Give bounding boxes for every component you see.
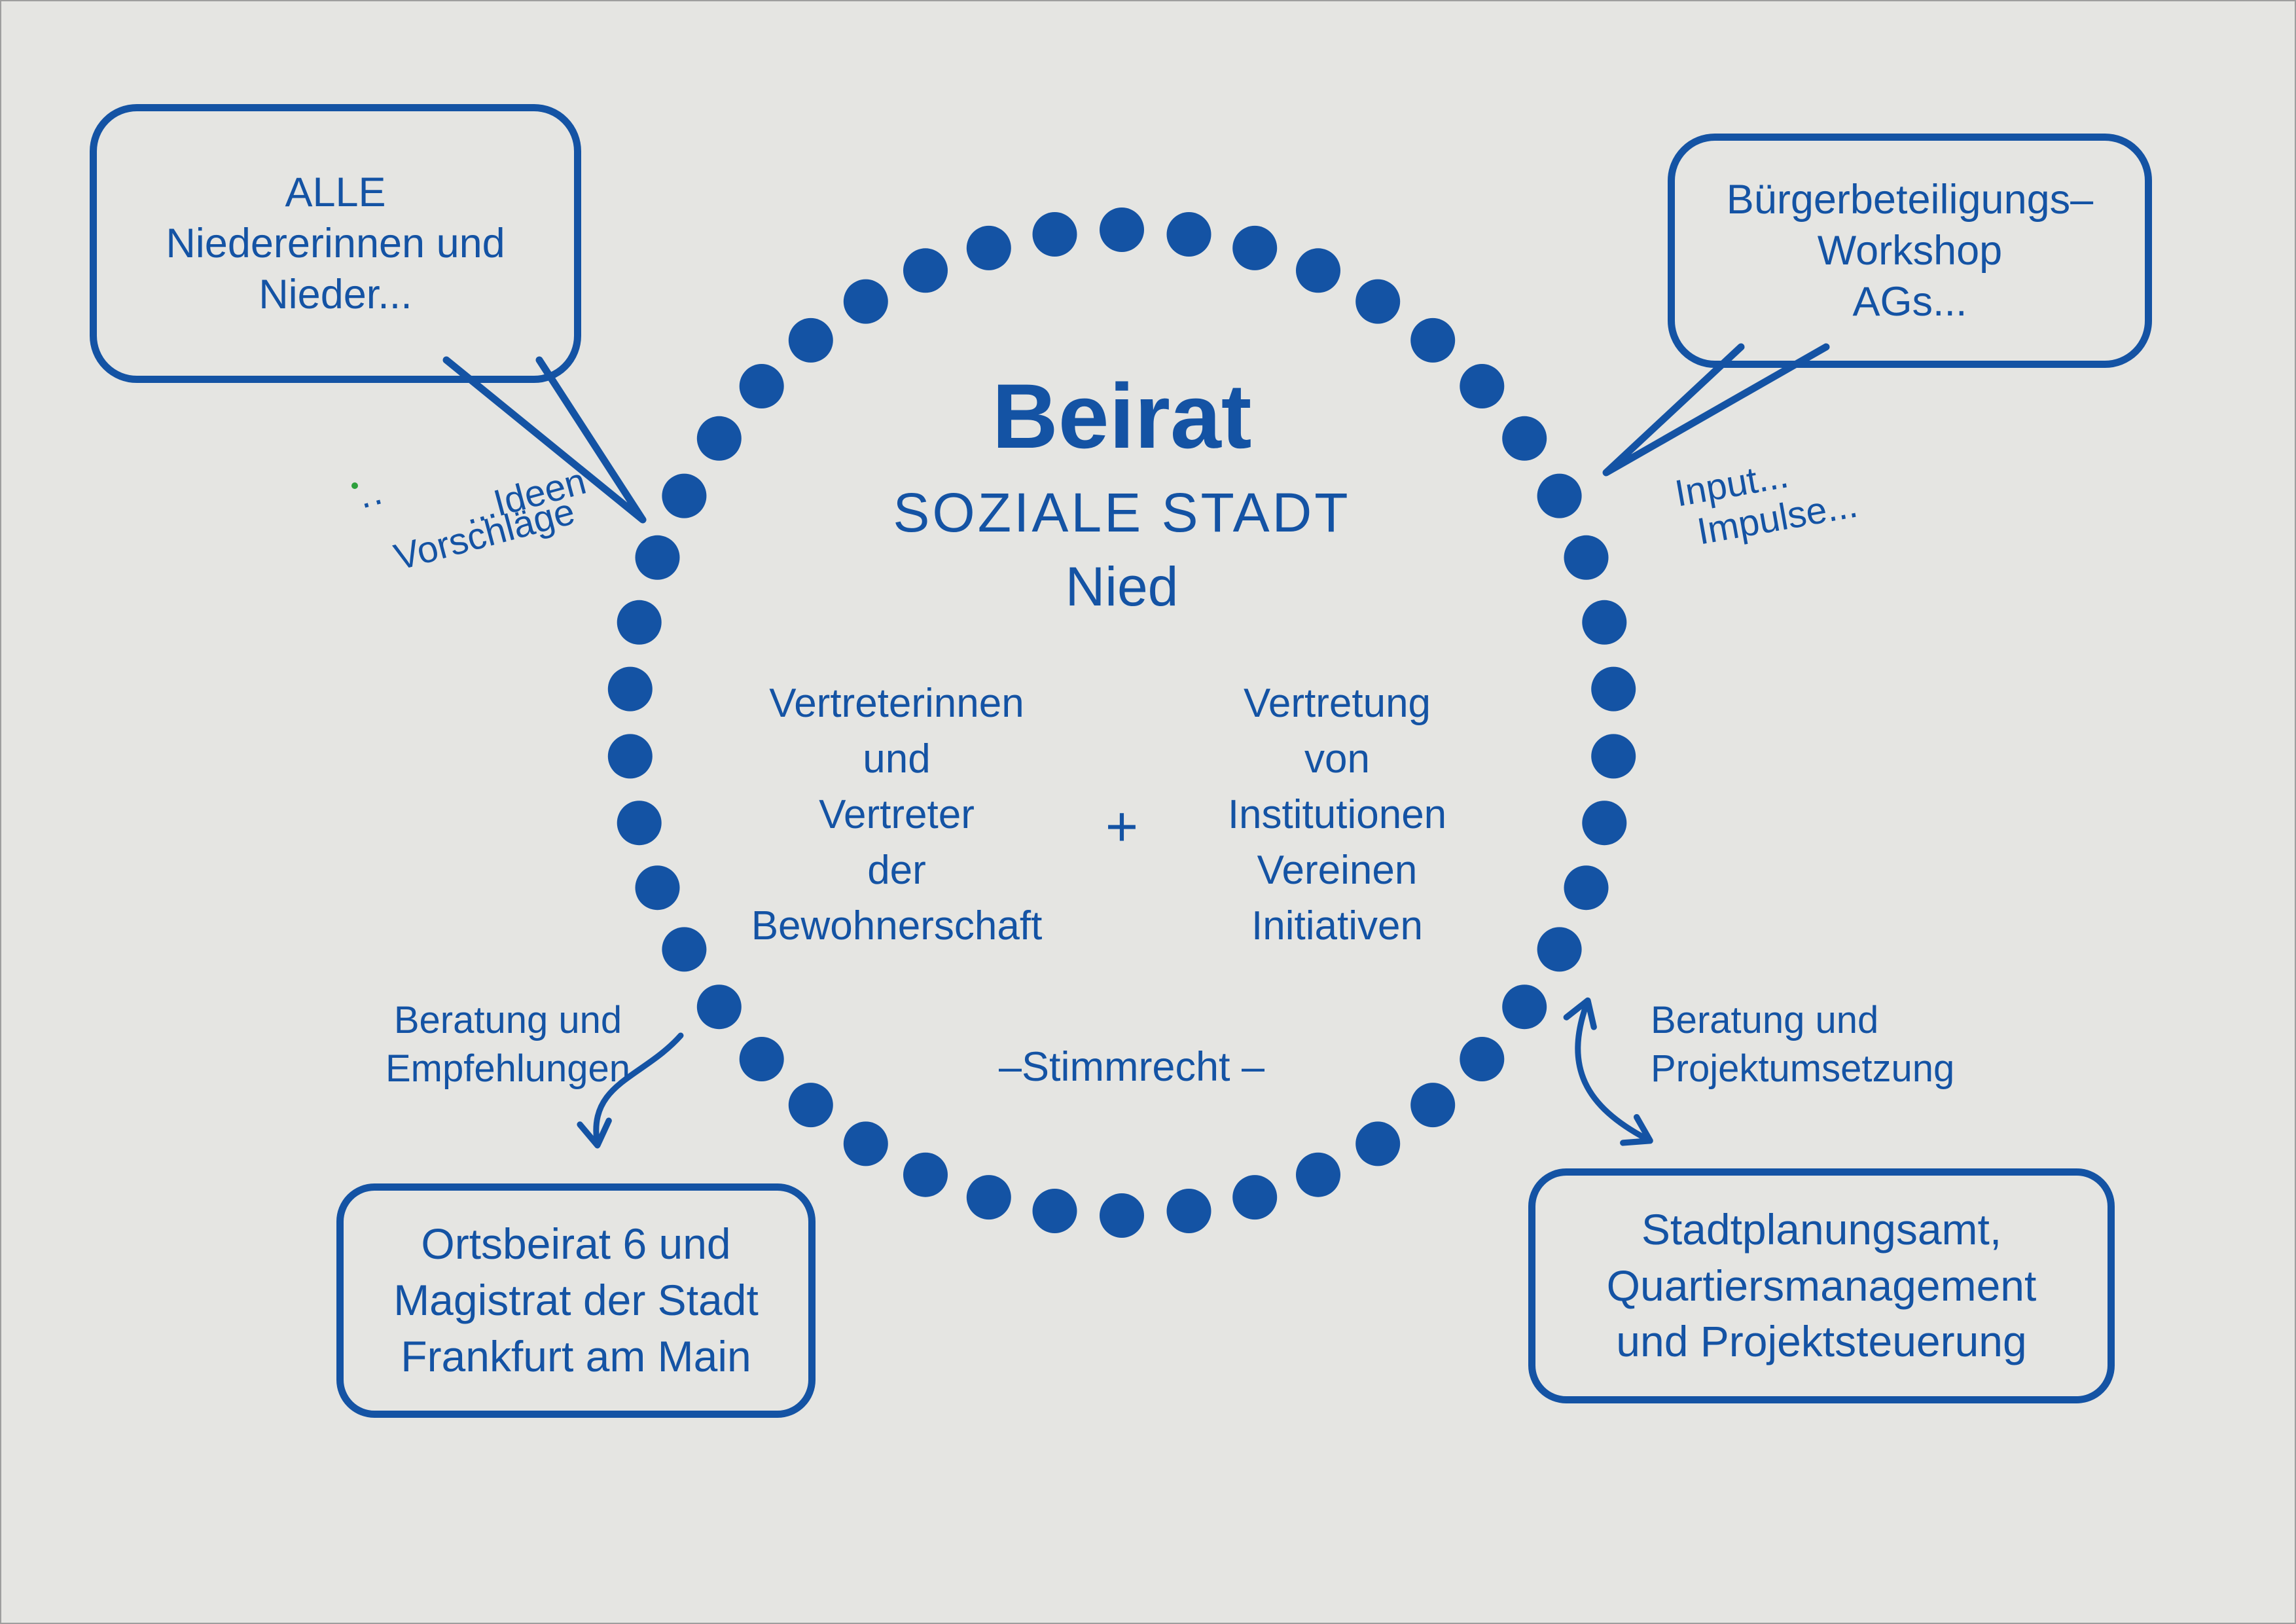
ring-dot <box>1460 364 1505 408</box>
ring-dot <box>1591 666 1636 712</box>
green-speck <box>351 482 358 489</box>
bubble-residents-line2: Niedererinnen und <box>166 220 505 266</box>
institutions-col-line3: Institutionen <box>1227 792 1447 837</box>
circle-title-block: Beirat SOZIALE STADT Nied <box>893 368 1350 619</box>
ring-dot <box>1355 279 1401 324</box>
institutions-col-line5: Initiativen <box>1251 903 1423 948</box>
plus-sign: + <box>1105 795 1139 858</box>
ring-dot <box>1232 225 1278 270</box>
box-ortsbeirat-magistrat: Ortsbeirat 6 und Magistrat der Stadt Fra… <box>336 1183 816 1418</box>
ring-dot <box>843 1121 888 1166</box>
ring-dot <box>788 1083 833 1128</box>
planning-box-line3: und Projektsteuerung <box>1616 1317 2027 1366</box>
ring-dot <box>696 984 742 1030</box>
ring-dot <box>1296 248 1340 293</box>
ring-dot <box>1410 317 1456 363</box>
ring-dot <box>1032 1189 1077 1233</box>
institutions-col-line4: Vereinen <box>1257 848 1418 893</box>
ring-dot <box>617 801 662 846</box>
ring-dot <box>843 279 888 324</box>
voting-right-note: –Stimmrecht – <box>998 1044 1265 1090</box>
ring-dot <box>739 364 784 408</box>
ring-dot <box>696 416 742 461</box>
ring-dot <box>1537 927 1582 972</box>
advice-left-line1: Beratung und <box>393 999 622 1041</box>
ring-dot <box>1410 1083 1456 1128</box>
ring-dot <box>903 1152 948 1197</box>
dotted-circle-ring <box>607 208 1636 1238</box>
residents-col-line5: Bewohnerschaft <box>751 903 1043 948</box>
planning-box-line1: Stadtplanungsamt, <box>1641 1204 2002 1254</box>
ring-dot <box>1232 1175 1278 1220</box>
city-box-line2: Magistrat der Stadt <box>393 1276 759 1325</box>
ring-dot <box>607 666 653 712</box>
bubble-workshops-line1: Bürgerbeteiligungs– <box>1726 176 2094 223</box>
ring-dot <box>1537 473 1582 518</box>
ring-dot <box>966 225 1011 270</box>
ring-dot <box>1502 416 1547 461</box>
city-box-line1: Ortsbeirat 6 und <box>421 1219 731 1269</box>
label-advice-right: Beratung und Projektumsetzung <box>1651 996 1954 1093</box>
title-beirat: Beirat <box>992 365 1252 467</box>
ring-dot <box>966 1175 1011 1220</box>
city-box-line3: Frankfurt am Main <box>401 1331 751 1380</box>
ring-dot <box>635 535 680 580</box>
ring-dot <box>1582 801 1627 846</box>
ring-dot <box>617 600 662 645</box>
members-institutions-column: Vertretung von Institutionen Vereinen In… <box>1228 676 1446 954</box>
ring-dot <box>635 865 680 911</box>
members-residents-column: Vertreterinnen und Vertreter der Bewohne… <box>751 676 1043 954</box>
advice-right-line2: Projektumsetzung <box>1651 1047 1955 1090</box>
bubble-workshops-line3: AGs... <box>1852 279 1967 325</box>
ring-dot <box>1166 212 1211 257</box>
ring-dot <box>1032 212 1077 257</box>
ring-dot <box>903 248 948 293</box>
speech-bubble-residents: ALLE Niedererinnen und Nieder... <box>90 104 581 383</box>
planning-box-line2: Quartiersmanagement <box>1606 1261 2037 1310</box>
residents-col-line1: Vertreterinnen <box>769 681 1024 726</box>
advice-left-line2: Empfehlungen <box>385 1047 631 1090</box>
residents-col-line2: und <box>863 736 931 782</box>
speech-tail-left <box>442 356 647 524</box>
ring-dot <box>1564 865 1609 911</box>
bubble-residents-line1: ALLE <box>285 169 386 215</box>
box-stadtplanungsamt: Stadtplanungsamt, Quartiersmanagement un… <box>1528 1168 2115 1403</box>
curved-arrow-advice-left <box>577 1032 684 1149</box>
ring-dot <box>1166 1189 1211 1233</box>
ring-dot <box>1100 1193 1144 1238</box>
label-advice-left: Beratung und Empfehlungen <box>386 996 630 1093</box>
ring-dot <box>788 317 833 363</box>
double-arrow-advice-right <box>1563 997 1653 1146</box>
ring-dot <box>1100 208 1144 252</box>
residents-col-line4: der <box>867 848 926 893</box>
ring-dot <box>1296 1152 1340 1197</box>
speech-bubble-workshops: Bürgerbeteiligungs– Workshop AGs... <box>1668 134 2152 368</box>
ring-dot <box>1460 1037 1505 1081</box>
ring-dot <box>662 473 707 518</box>
ring-dot <box>739 1037 784 1081</box>
speech-tail-right <box>1602 343 1830 477</box>
subtitle-nied: Nied <box>1065 556 1179 617</box>
institutions-col-line2: von <box>1304 736 1370 782</box>
ring-dot <box>1582 600 1627 645</box>
bubble-workshops-line2: Workshop <box>1817 227 2003 274</box>
bubble-residents-line3: Nieder... <box>259 272 412 318</box>
ring-dot <box>607 734 653 779</box>
ring-dot <box>1591 734 1636 779</box>
subtitle-soziale-stadt: SOZIALE STADT <box>893 482 1351 543</box>
institutions-col-line1: Vertretung <box>1243 681 1431 726</box>
residents-col-line3: Vertreter <box>819 792 975 837</box>
ring-dot <box>1564 535 1609 580</box>
advice-right-line1: Beratung und <box>1651 999 1879 1041</box>
ring-dot <box>1355 1121 1401 1166</box>
ring-dot <box>662 927 707 972</box>
ring-dot <box>1502 984 1547 1030</box>
